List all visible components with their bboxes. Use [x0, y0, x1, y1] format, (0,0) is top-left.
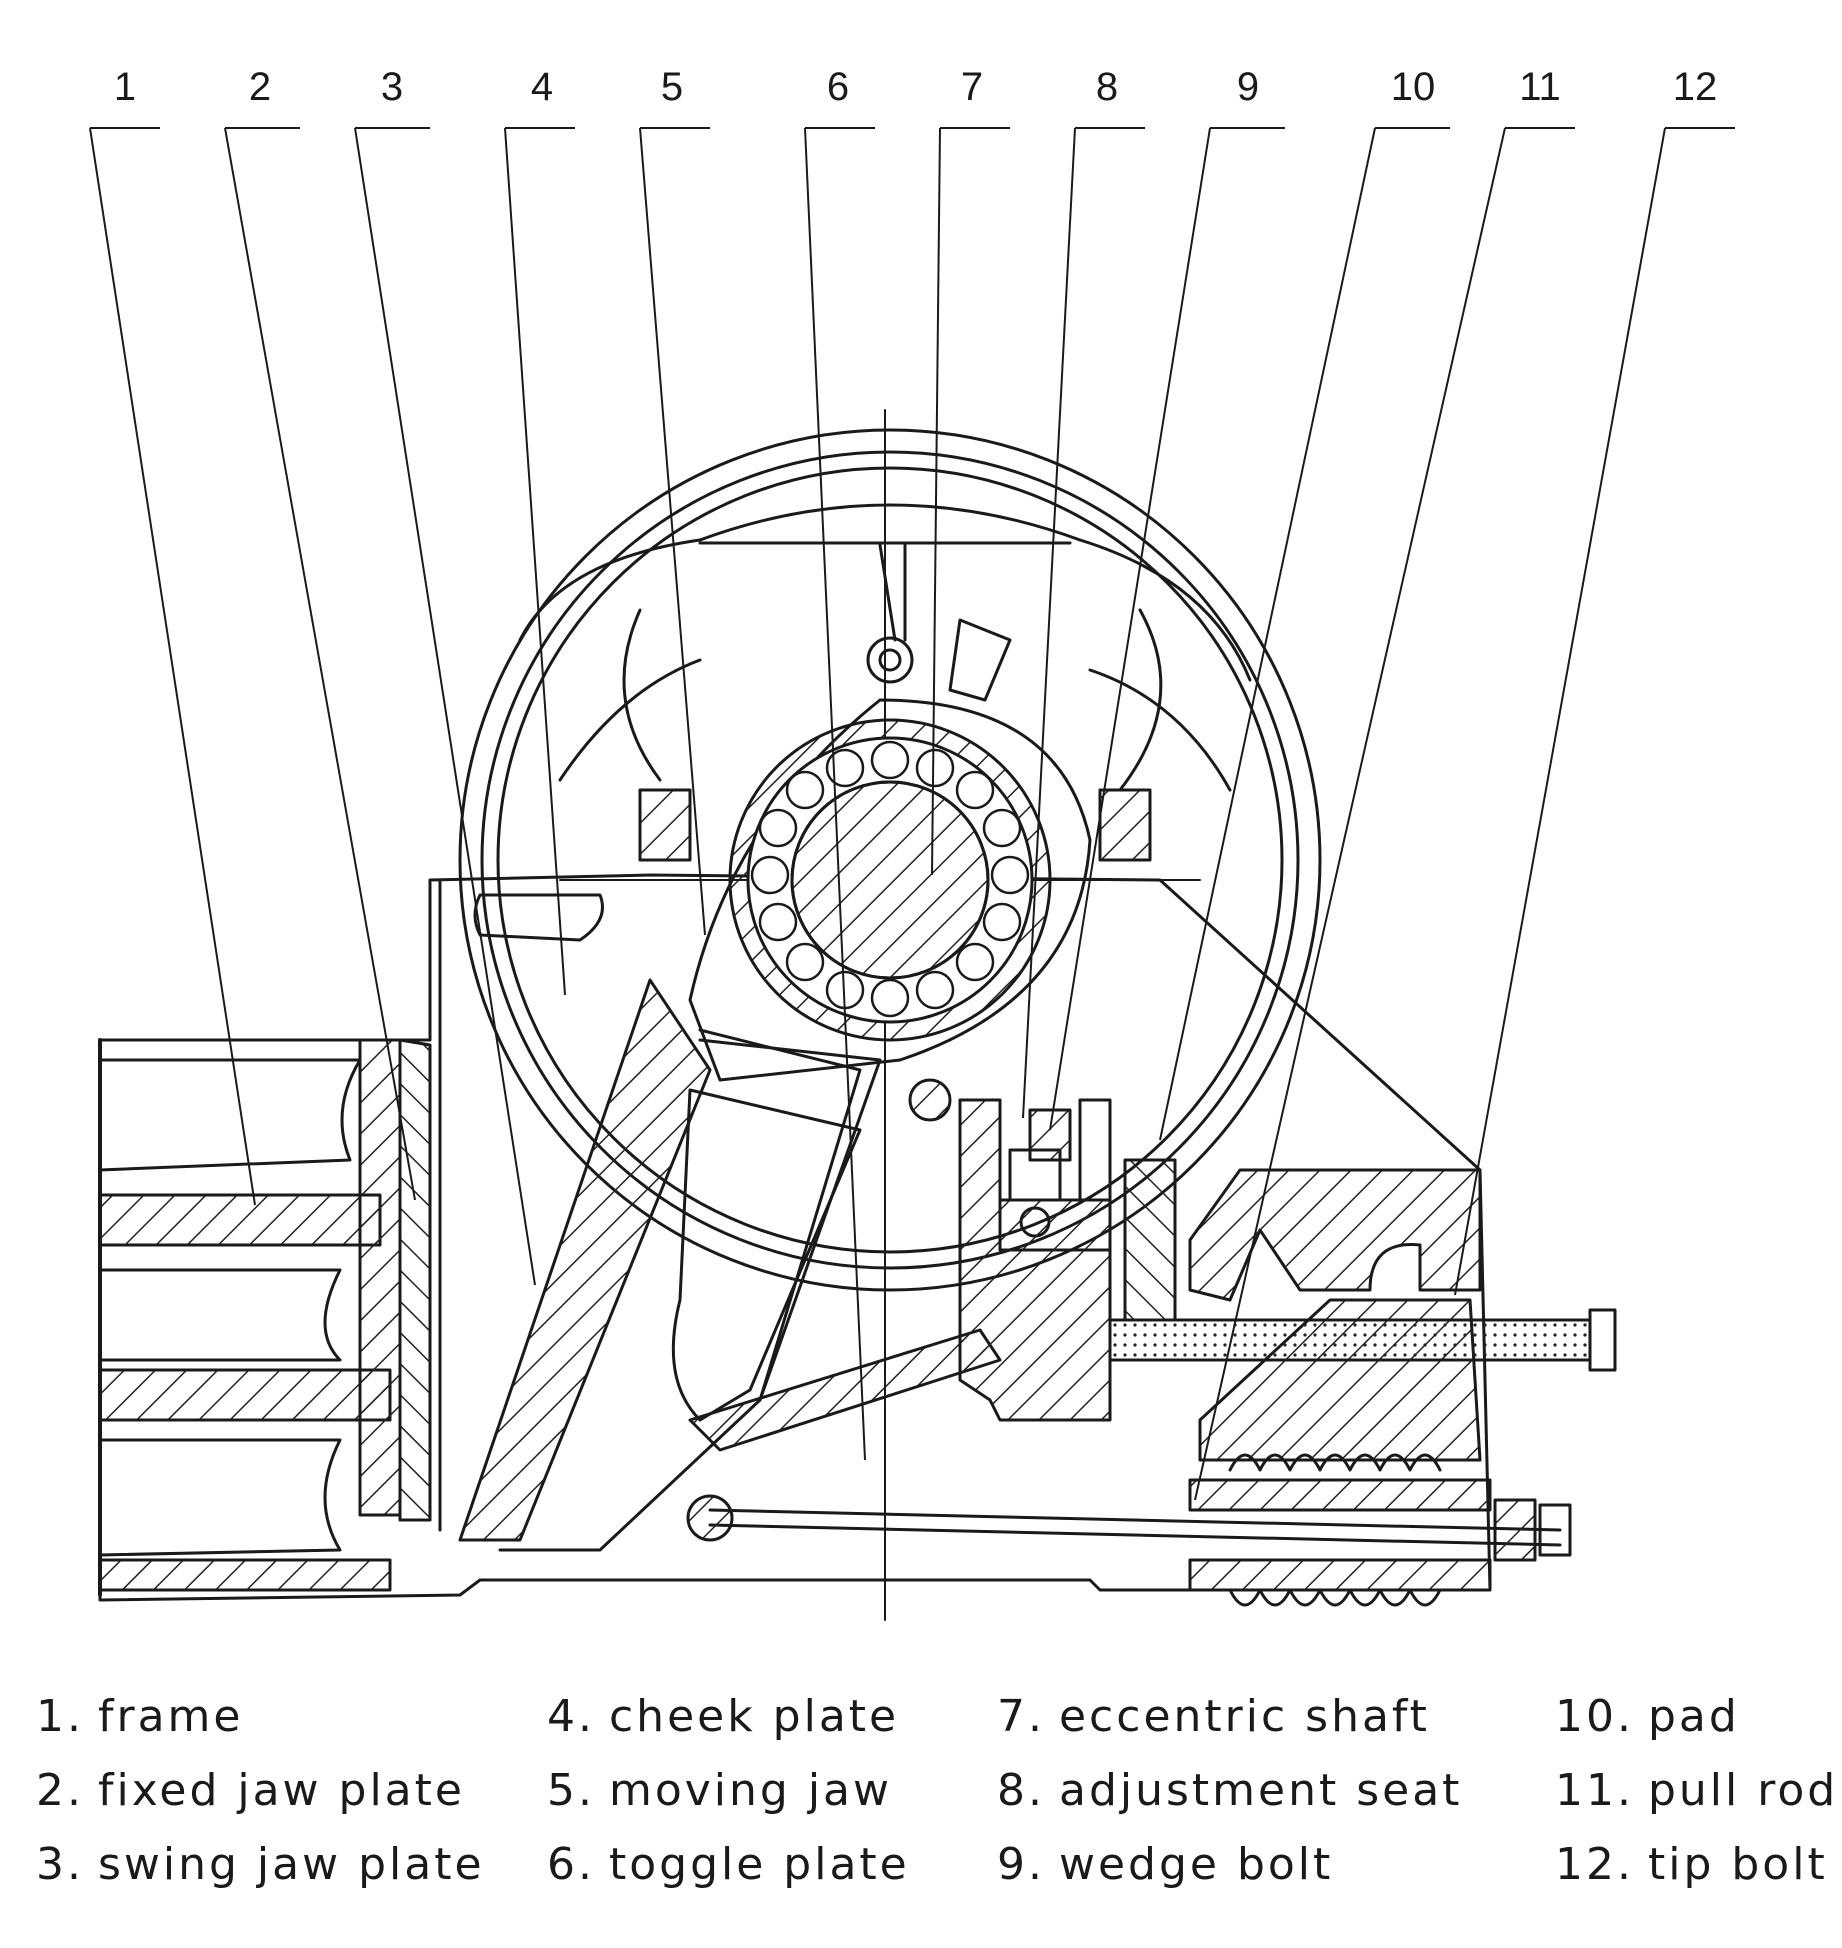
- callout-leaders: [89, 127, 1735, 1501]
- callout-1: 1: [114, 65, 136, 109]
- pull-rod: [686, 1494, 1572, 1562]
- callout-10: 10: [1391, 65, 1436, 109]
- adjustment-seat: [958, 1098, 1112, 1422]
- tip-bolt: [1108, 1308, 1617, 1372]
- toggle-plate: [688, 1328, 1002, 1452]
- legend-column-3: 7.eccentric shaft 8.adjustment seat 9.we…: [997, 1680, 1462, 1902]
- frame: [98, 873, 1492, 1602]
- legend-item-cheek-plate: 4.cheek plate: [547, 1691, 900, 1742]
- legend-item-pull-rod: 11.pull rod: [1555, 1765, 1839, 1816]
- legend-column-4: 10.pad 11.pull rod 12.tip bolt: [1555, 1680, 1838, 1902]
- legend-item-fixed-jaw-plate: 2.fixed jaw plate: [36, 1765, 465, 1816]
- legend-column-2: 4.cheek plate 5.moving jaw 6.toggle plat…: [547, 1680, 910, 1902]
- callout-5: 5: [661, 65, 683, 109]
- spring: [1188, 1453, 1492, 1607]
- legend-item-swing-jaw-plate: 3.swing jaw plate: [36, 1839, 485, 1890]
- callout-2: 2: [249, 65, 271, 109]
- callout-9: 9: [1237, 65, 1259, 109]
- legend-item-adjustment-seat: 8.adjustment seat: [997, 1765, 1463, 1816]
- fixed-jaw-plate: [398, 1038, 432, 1522]
- callout-7: 7: [961, 65, 983, 109]
- rear-block: [1188, 1168, 1482, 1462]
- flywheel: [458, 428, 1322, 1292]
- legend-item-eccentric-shaft: 7.eccentric shaft: [997, 1691, 1430, 1742]
- callout-numbers: 1 2 3 4 5 6 7 8 9 10 11 12: [114, 65, 1717, 109]
- wedge-bolt: [1123, 1158, 1177, 1322]
- callout-8: 8: [1096, 65, 1118, 109]
- legend-item-moving-jaw: 5.moving jaw: [547, 1765, 893, 1816]
- jaw-crusher-cross-section-diagram: 1 2 3 4 5 6 7 8 9 10 11 12: [89, 65, 1735, 1621]
- callout-4: 4: [531, 65, 553, 109]
- callout-3: 3: [381, 65, 403, 109]
- legend-item-frame: 1.frame: [36, 1691, 244, 1742]
- legend-item-toggle-plate: 6.toggle plate: [547, 1839, 910, 1890]
- callout-6: 6: [827, 65, 849, 109]
- callout-11: 11: [1519, 65, 1561, 109]
- legend-column-1: 1.frame 2.fixed jaw plate 3.swing jaw pl…: [36, 1680, 485, 1902]
- callout-12: 12: [1673, 65, 1718, 109]
- legend-item-wedge-bolt: 9.wedge bolt: [997, 1839, 1334, 1890]
- parts-legend: 1.frame 2.fixed jaw plate 3.swing jaw pl…: [0, 1680, 1842, 1930]
- legend-item-tip-bolt: 12.tip bolt: [1555, 1839, 1828, 1890]
- legend-item-pad: 10.pad: [1555, 1691, 1740, 1742]
